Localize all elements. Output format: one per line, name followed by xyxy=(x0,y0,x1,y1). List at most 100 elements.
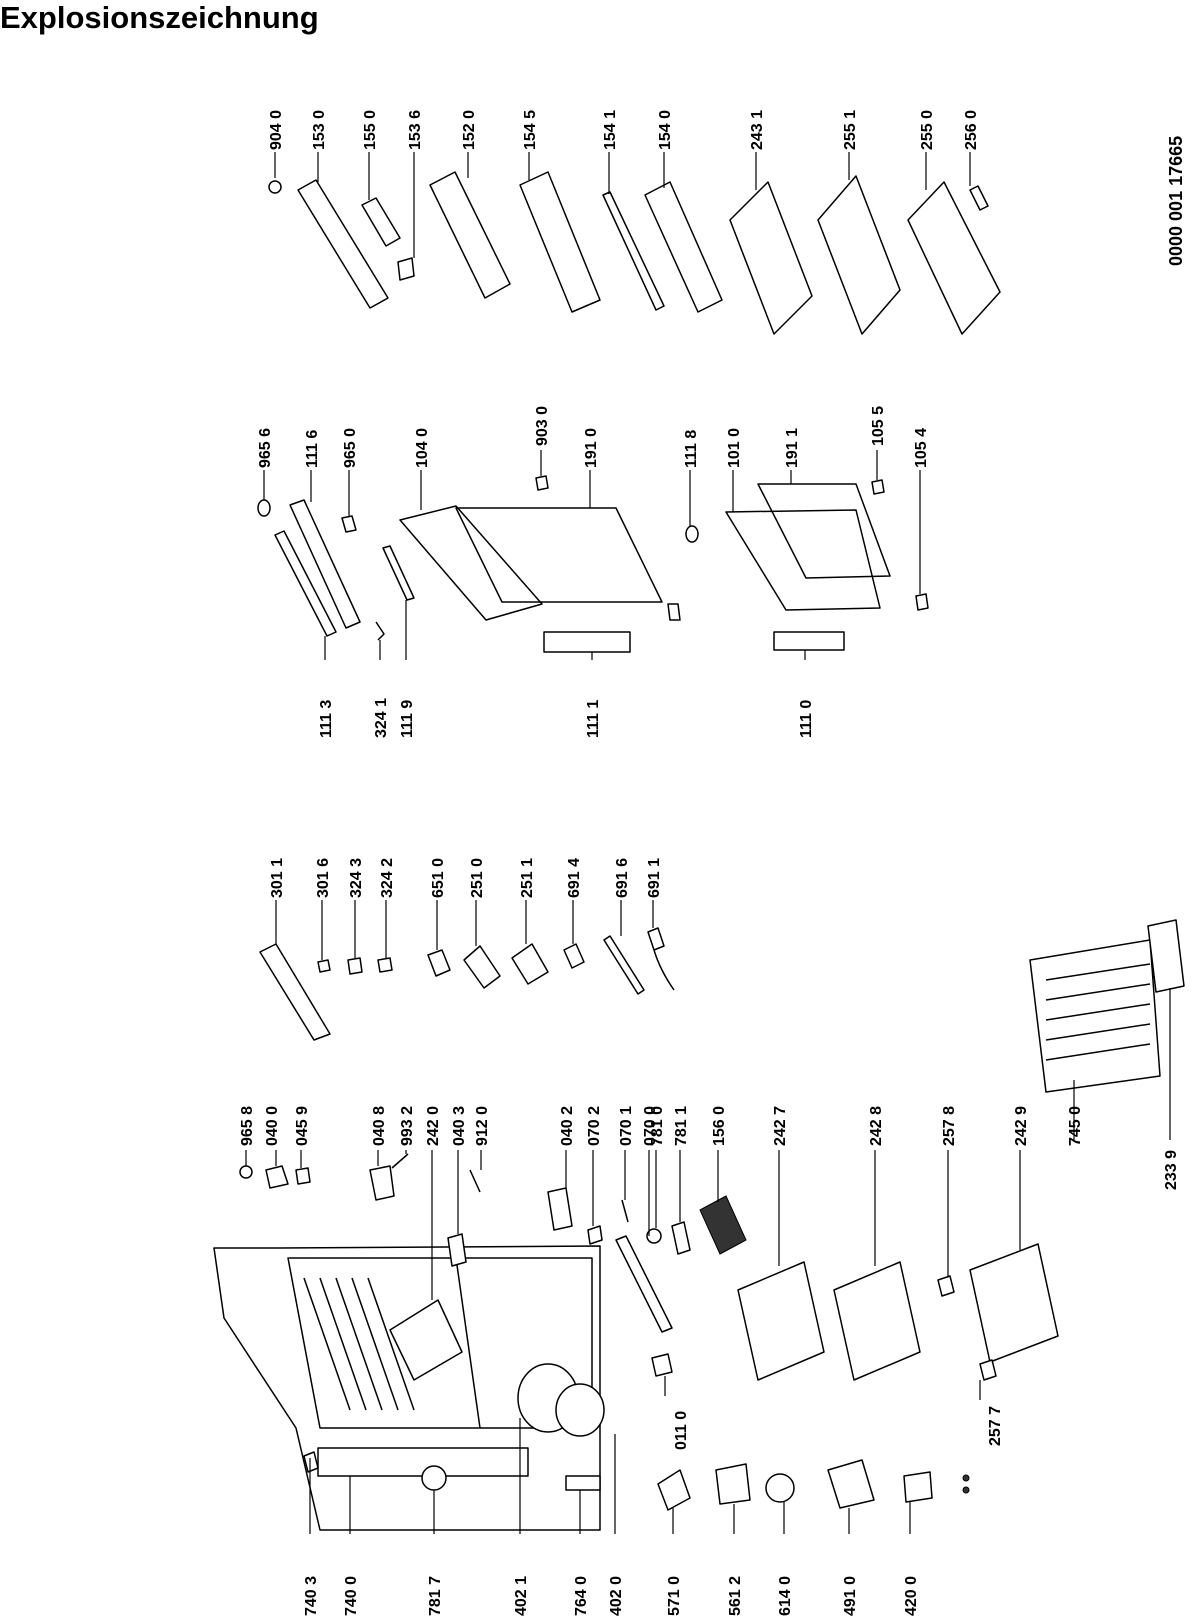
document-number: 0000 001 17665 xyxy=(1166,136,1186,266)
part-011-0-shape xyxy=(651,1353,673,1377)
part-label: 571 0 xyxy=(666,1576,683,1616)
part-label: 491 0 xyxy=(842,1576,859,1616)
part-233-9-shape xyxy=(1147,919,1185,993)
part-045-9-shape xyxy=(295,1167,311,1185)
part-label: 111 3 xyxy=(318,700,335,738)
part-154-5-shape xyxy=(519,171,601,313)
part-255-1-shape xyxy=(817,175,901,335)
part-label: 242 0 xyxy=(425,1106,442,1146)
part-764-0-shape xyxy=(565,1475,601,1491)
part-571-0-shape xyxy=(657,1469,691,1511)
part-040-0-shape xyxy=(265,1165,289,1189)
part-651-0-shape xyxy=(427,949,451,977)
part-label: 242 7 xyxy=(772,1106,789,1146)
part-label: 965 8 xyxy=(239,1106,256,1146)
part-label: 324 2 xyxy=(379,858,396,898)
page-title: Explosionszeichnung xyxy=(0,0,319,35)
part-781-1-shape xyxy=(671,1221,691,1255)
part-191-0-shape xyxy=(455,507,663,603)
part-label: 040 8 xyxy=(371,1106,388,1146)
part-label: 070 1 xyxy=(618,1106,635,1146)
part-070-0-shape xyxy=(615,1235,673,1333)
part-191-1-shape xyxy=(757,483,891,579)
part-label: 691 4 xyxy=(566,858,583,898)
part-label: 040 0 xyxy=(264,1106,281,1146)
part-156-0-shape xyxy=(699,1195,747,1255)
part-label: 251 1 xyxy=(519,858,536,898)
part-324-2-shape xyxy=(377,957,393,973)
part-label: 040 3 xyxy=(451,1106,468,1146)
part-label: 745 0 xyxy=(1067,1106,1084,1146)
part-745-0-shape xyxy=(1029,939,1161,1093)
part-label: 105 4 xyxy=(913,428,930,468)
part-153-6-shape xyxy=(397,257,415,281)
part-243-1-shape xyxy=(729,181,813,335)
part-hinge-upper-door-shape xyxy=(667,603,681,621)
part-104-0-shape xyxy=(399,505,543,621)
part-label: 420 0 xyxy=(903,1576,920,1616)
part-label: 242 9 xyxy=(1013,1106,1030,1146)
cabinet-divider-shape xyxy=(455,1257,481,1429)
labels-cabinet-top-row: 965 8 040 0 045 9 040 8 993 2 242 0 040 … xyxy=(239,1106,1180,1190)
part-label: 402 0 xyxy=(608,1576,625,1616)
part-label: 561 2 xyxy=(727,1576,744,1616)
part-label: 324 3 xyxy=(348,858,365,898)
part-label: 256 0 xyxy=(963,110,980,150)
labels-controls-row: 301 1 301 6 324 3 324 2 651 0 251 0 251 … xyxy=(269,858,663,898)
part-label: 154 5 xyxy=(522,110,539,150)
part-label: 904 0 xyxy=(268,110,285,150)
part-dot-b-shape xyxy=(962,1486,970,1494)
part-324-1-shape xyxy=(375,621,385,641)
part-242-0-shape xyxy=(389,1299,463,1381)
part-324-3-shape xyxy=(347,957,363,975)
part-614-0-shape xyxy=(765,1473,795,1503)
part-781-0-shape xyxy=(646,1228,662,1244)
part-154-0-shape xyxy=(644,181,723,313)
part-111-9-shape xyxy=(382,545,415,601)
part-070-1-shape xyxy=(621,1199,629,1223)
part-label: 255 1 xyxy=(842,110,859,150)
part-label: 243 1 xyxy=(749,110,766,150)
part-label: 691 6 xyxy=(614,858,631,898)
part-965-6-shape xyxy=(257,499,271,517)
part-label: 614 0 xyxy=(777,1576,794,1616)
part-740-3-shape xyxy=(303,1451,319,1473)
part-101-0-shape xyxy=(725,509,881,611)
part-label: 242 8 xyxy=(868,1106,885,1146)
part-label: 903 0 xyxy=(534,406,551,446)
part-label: 912 0 xyxy=(474,1106,491,1146)
part-993-2-shape xyxy=(391,1153,409,1169)
part-903-0-shape xyxy=(535,475,549,491)
cabinet-shelf-ribs-shape xyxy=(303,1277,415,1411)
part-111-0-shape xyxy=(773,631,845,651)
part-251-1-shape xyxy=(511,943,549,985)
part-242-8-shape xyxy=(833,1261,921,1381)
part-label: 154 1 xyxy=(602,110,619,150)
part-965-0-shape xyxy=(341,515,357,533)
part-label: 111 1 xyxy=(585,700,602,738)
part-105-4-shape xyxy=(915,593,929,611)
part-label: 111 8 xyxy=(683,430,700,468)
part-label: 104 0 xyxy=(414,428,431,468)
part-154-1-shape xyxy=(602,191,665,311)
part-111-6-shape xyxy=(289,499,361,629)
part-label: 153 6 xyxy=(407,110,424,150)
part-965-8-shape xyxy=(239,1165,253,1179)
part-153-0-shape xyxy=(297,179,389,309)
leader-lines xyxy=(245,152,1171,1534)
part-label: 781 7 xyxy=(427,1576,444,1616)
part-label: 045 9 xyxy=(294,1106,311,1146)
part-912-0-shape xyxy=(469,1169,481,1193)
part-420-0-shape xyxy=(903,1471,933,1503)
part-label: 257 7 xyxy=(987,1406,1004,1446)
part-label: 191 1 xyxy=(784,428,801,468)
part-152-0-shape xyxy=(429,171,511,299)
part-label: 156 0 xyxy=(711,1106,728,1146)
part-781-7-shape xyxy=(421,1465,447,1491)
controls-group xyxy=(259,927,675,1041)
part-label: 651 0 xyxy=(430,858,447,898)
labels-door-row: 965 6 111 6 965 0 104 0 903 0 191 0 111 … xyxy=(257,406,930,738)
part-256-0-shape xyxy=(969,185,989,211)
part-691-4-shape xyxy=(563,943,585,969)
